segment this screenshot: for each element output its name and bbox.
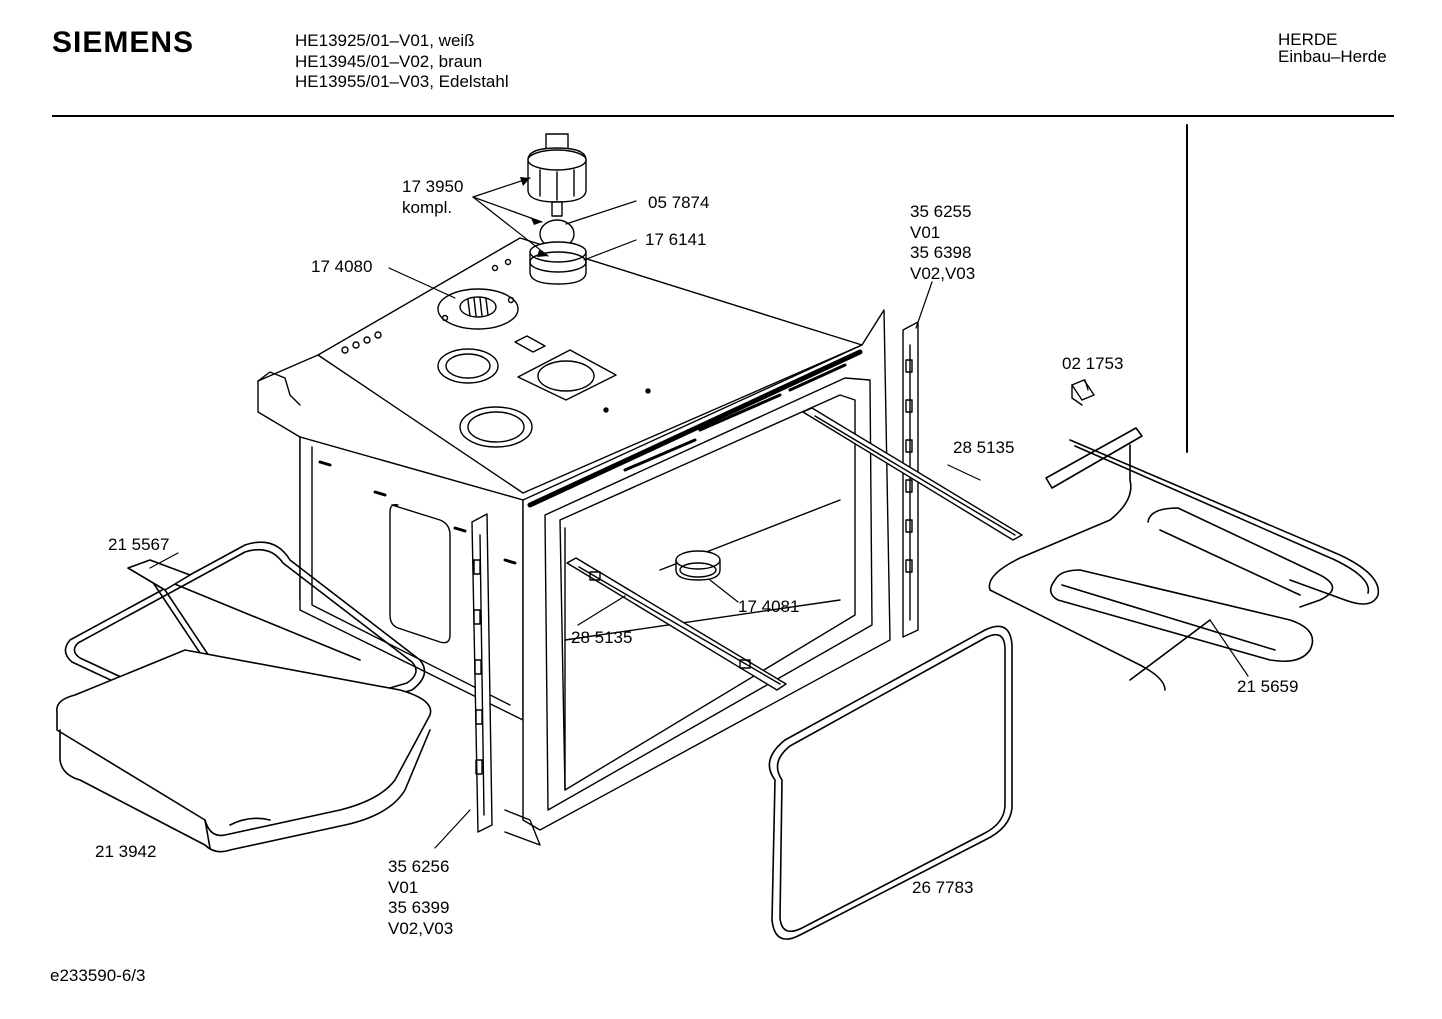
telescopic-rail-right [802, 407, 1023, 541]
part-number: 21 5659 [1237, 677, 1299, 696]
part-number: 02 1753 [1062, 354, 1124, 373]
part-number: 35 6256 [388, 857, 450, 876]
part-number: 17 6141 [645, 230, 707, 249]
part-variant: V01 [388, 877, 419, 897]
part-label-35-6255: 35 6255 V01 35 6398 V02,V03 [910, 202, 975, 284]
part-label-28-5135-left: 28 5135 [571, 628, 632, 649]
baking-tray [56, 649, 432, 853]
part-label-21-3942: 21 3942 [95, 842, 156, 863]
part-number: 21 3942 [95, 842, 157, 861]
part-variant: V01 [910, 222, 941, 242]
leader-lines [149, 177, 1249, 849]
part-variant: V02,V03 [910, 263, 976, 283]
category-line-2: Einbau–Herde [1278, 47, 1387, 66]
part-number: 35 6398 [910, 243, 972, 262]
brand-logo: SIEMENS [52, 26, 195, 59]
door-gasket [768, 625, 1013, 940]
part-number: 05 7874 [648, 193, 710, 212]
part-number: 17 3950 [402, 177, 464, 196]
part-number: 35 6255 [910, 202, 972, 221]
part-label-02-1753: 02 1753 [1062, 354, 1123, 375]
part-number: 17 4080 [311, 257, 373, 276]
part-number: 21 5567 [108, 535, 170, 554]
part-number: 17 4081 [738, 597, 800, 616]
drawing-id: e233590-6/3 [50, 966, 146, 985]
model-line-1: HE13925/01–V01, weiß [295, 31, 475, 50]
lamp-cover [675, 550, 721, 581]
telescopic-rail-left [566, 557, 787, 691]
part-number: 28 5135 [953, 438, 1015, 457]
side-rail-right [902, 321, 919, 638]
part-label-17-4081: 17 4081 [738, 597, 799, 618]
thermostat-assembly [527, 133, 587, 285]
part-number: 28 5135 [571, 628, 633, 647]
part-label-21-5659: 21 5659 [1237, 677, 1298, 698]
part-label-26-7783: 26 7783 [912, 878, 973, 899]
grill-rack [64, 541, 426, 739]
part-note: kompl. [402, 197, 453, 217]
grill-heating-element [988, 427, 1380, 691]
part-variant: V02,V03 [388, 918, 454, 938]
part-number: 26 7783 [912, 878, 974, 897]
side-rail-left [471, 513, 493, 833]
clamp-bracket [1071, 379, 1095, 406]
part-label-28-5135-right: 28 5135 [953, 438, 1014, 459]
part-label-05-7874: 05 7874 [648, 193, 709, 214]
part-label-17-6141: 17 6141 [645, 230, 706, 251]
category-line-1: HERDE [1278, 30, 1338, 49]
model-list: HE13925/01–V01, weiß HE13945/01–V02, bra… [295, 31, 509, 93]
part-label-17-4080: 17 4080 [311, 257, 372, 278]
part-label-21-5567: 21 5567 [108, 535, 169, 556]
model-line-3: HE13955/01–V03, Edelstahl [295, 72, 509, 91]
product-category: HERDE Einbau–Herde [1278, 31, 1387, 65]
header-divider [52, 115, 1394, 117]
part-label-17-3950: 17 3950 kompl. [402, 177, 463, 218]
model-line-2: HE13945/01–V02, braun [295, 51, 483, 71]
part-number: 35 6399 [388, 898, 450, 917]
sensor-plate [437, 288, 519, 330]
part-label-35-6256: 35 6256 V01 35 6399 V02,V03 [388, 857, 453, 939]
